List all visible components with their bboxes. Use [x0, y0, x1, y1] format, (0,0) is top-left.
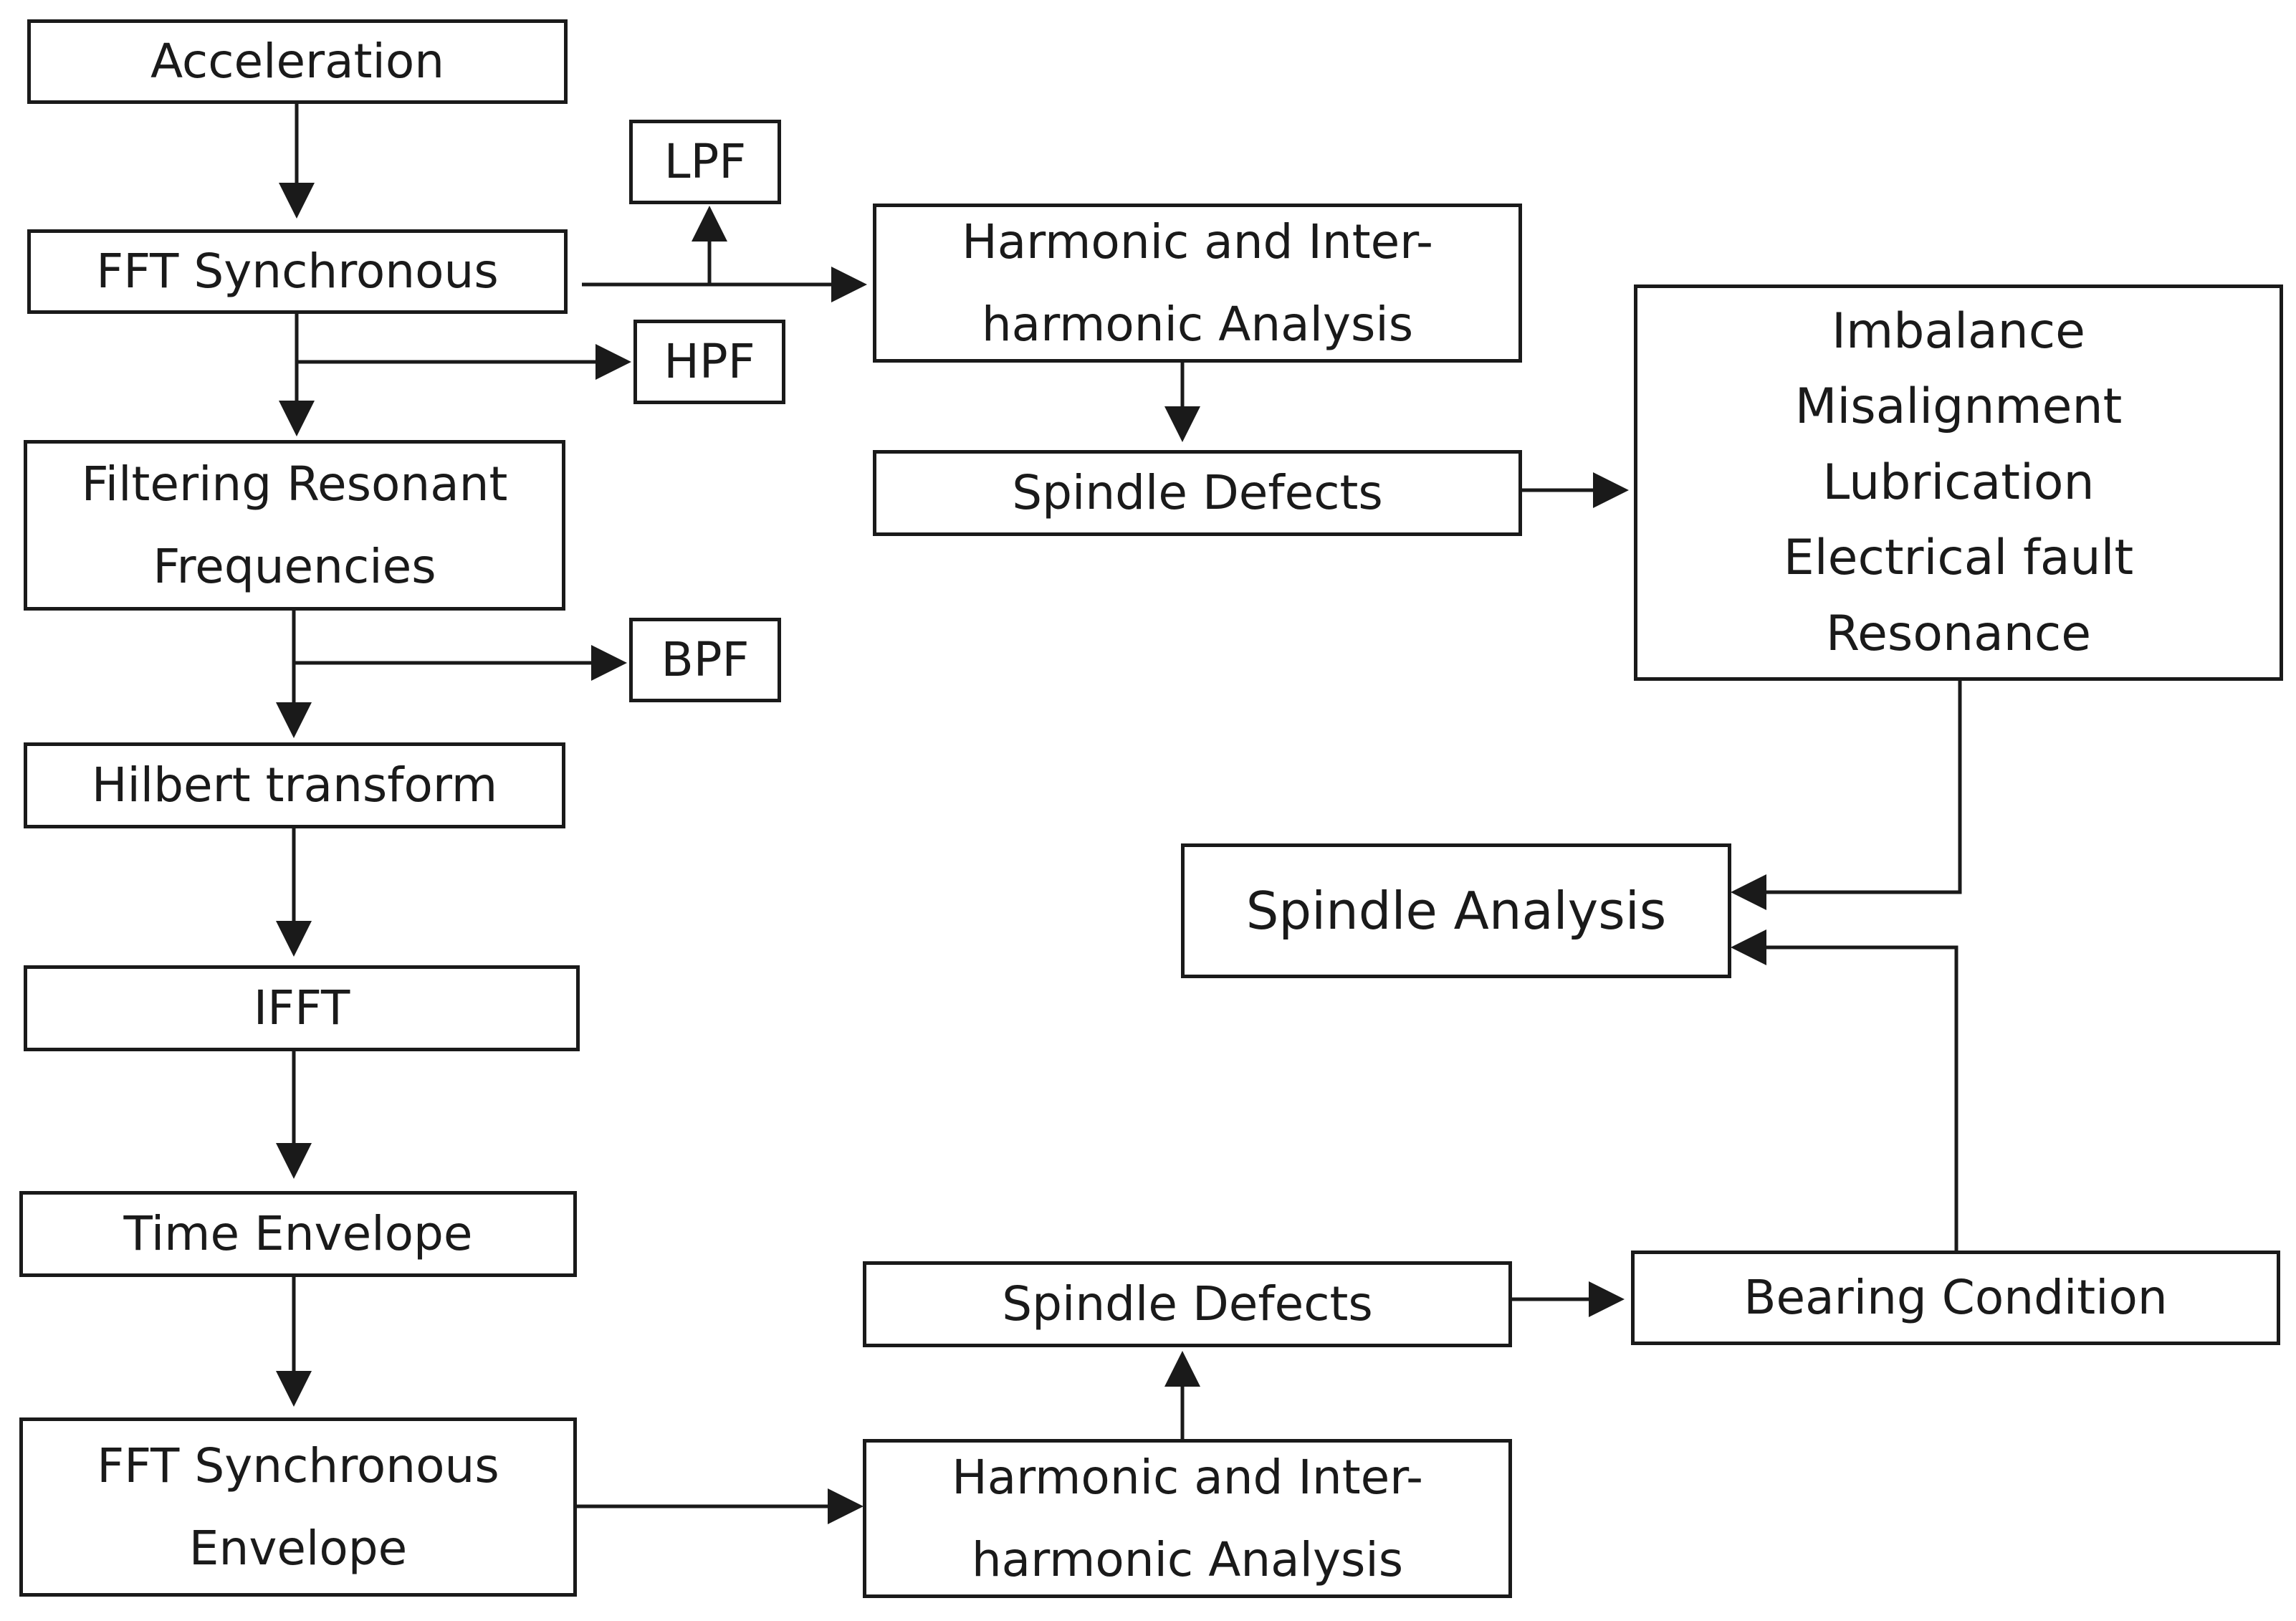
fft-synchronous-envelope-line-2: Envelope — [188, 1521, 408, 1576]
arrow-faults-to-spindle-analysis — [1731, 681, 1962, 910]
fault-types-box: Imbalance Misalignment Lubrication Elect… — [1634, 284, 2283, 681]
ifft-label: IFFT — [253, 980, 350, 1036]
lpf-label: LPF — [664, 134, 747, 190]
bpf-label: BPF — [661, 632, 750, 688]
acceleration-box: Acceleration — [27, 19, 568, 104]
bearing-condition-box: Bearing Condition — [1631, 1251, 2280, 1345]
harmonic-analysis-top-box: Harmonic and Inter- harmonic Analysis — [873, 204, 1522, 363]
hilbert-transform-box: Hilbert transform — [24, 742, 565, 828]
spindle-defects-top-label: Spindle Defects — [1012, 465, 1383, 521]
fft-synchronous-envelope-box: FFT Synchronous Envelope — [19, 1417, 577, 1597]
harmonic-analysis-top-line-1: Harmonic and Inter- — [962, 214, 1433, 269]
spindle-defects-top-box: Spindle Defects — [873, 450, 1522, 536]
harmonic-analysis-top-line-2: harmonic Analysis — [981, 297, 1414, 352]
fault-type-electrical-fault: Electrical fault — [1783, 530, 2134, 587]
fft-synchronous-box: FFT Synchronous — [27, 229, 568, 314]
filtering-resonant-box: Filtering Resonant Frequencies — [24, 440, 565, 611]
hilbert-transform-label: Hilbert transform — [91, 757, 498, 813]
fault-type-imbalance: Imbalance — [1831, 303, 2085, 360]
arrow-bearing-to-spindle-analysis — [1731, 929, 1958, 1253]
fft-synchronous-envelope-line-1: FFT Synchronous — [97, 1438, 499, 1493]
time-envelope-box: Time Envelope — [19, 1191, 577, 1277]
spindle-defects-bottom-label: Spindle Defects — [1002, 1276, 1373, 1332]
spindle-defects-bottom-box: Spindle Defects — [863, 1261, 1512, 1347]
ifft-box: IFFT — [24, 965, 580, 1051]
bpf-box: BPF — [629, 618, 781, 702]
filtering-resonant-line-2: Frequencies — [153, 539, 436, 594]
fault-type-misalignment: Misalignment — [1794, 378, 2123, 436]
bearing-condition-label: Bearing Condition — [1743, 1270, 2168, 1326]
time-envelope-label: Time Envelope — [123, 1206, 473, 1262]
acceleration-label: Acceleration — [150, 34, 445, 90]
fault-type-resonance: Resonance — [1825, 605, 2092, 662]
fft-synchronous-label: FFT Synchronous — [96, 244, 499, 300]
lpf-box: LPF — [629, 120, 781, 204]
harmonic-analysis-bottom-box: Harmonic and Inter- harmonic Analysis — [863, 1439, 1512, 1598]
hpf-label: HPF — [664, 334, 755, 390]
fault-type-lubrication: Lubrication — [1822, 454, 2095, 511]
harmonic-analysis-bottom-line-1: Harmonic and Inter- — [952, 1449, 1423, 1505]
hpf-box: HPF — [633, 320, 785, 404]
spindle-analysis-label: Spindle Analysis — [1245, 881, 1667, 941]
harmonic-analysis-bottom-line-2: harmonic Analysis — [971, 1532, 1404, 1587]
spindle-analysis-box: Spindle Analysis — [1181, 843, 1731, 978]
filtering-resonant-line-1: Filtering Resonant — [81, 456, 508, 512]
